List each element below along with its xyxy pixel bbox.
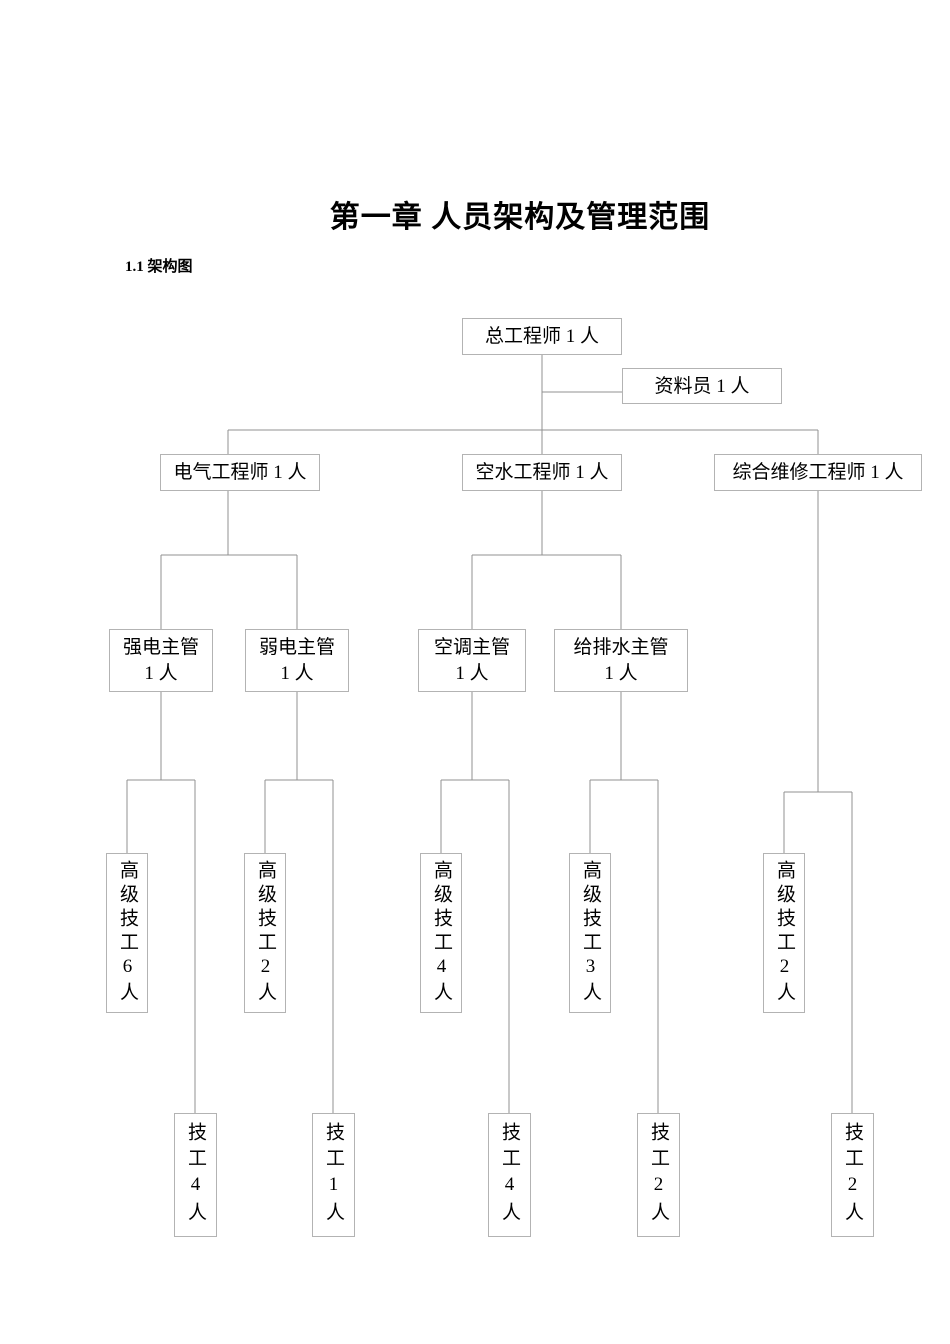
org-node-strong-current-supervisor: 强电主管 1 人 bbox=[109, 629, 213, 692]
org-node-senior-technician-2: 高级技工2人 bbox=[244, 853, 286, 1013]
org-node-technician-1: 技工4人 bbox=[174, 1113, 217, 1237]
supervisor-count: 1 人 bbox=[280, 662, 314, 684]
org-node-electrical-engineer: 电气工程师 1 人 bbox=[160, 454, 320, 491]
supervisor-title: 空调主管 bbox=[433, 636, 510, 658]
org-node-senior-technician-4: 高级技工3人 bbox=[569, 853, 611, 1013]
supervisor-title: 强电主管 bbox=[122, 636, 199, 658]
section-heading: 1.1 架构图 bbox=[125, 259, 193, 275]
org-node-chief-engineer: 总工程师 1 人 bbox=[462, 318, 622, 355]
supervisor-title: 弱电主管 bbox=[258, 636, 335, 658]
supervisor-count: 1 人 bbox=[604, 662, 638, 684]
org-node-technician-4: 技工2人 bbox=[637, 1113, 680, 1237]
org-node-weak-current-supervisor: 弱电主管 1 人 bbox=[245, 629, 349, 692]
org-node-maintenance-engineer: 综合维修工程师 1 人 bbox=[714, 454, 922, 491]
org-node-technician-3: 技工4人 bbox=[488, 1113, 531, 1237]
supervisor-count: 1 人 bbox=[455, 662, 489, 684]
org-node-air-water-engineer: 空水工程师 1 人 bbox=[462, 454, 622, 491]
org-node-document-clerk: 资料员 1 人 bbox=[622, 368, 782, 404]
supervisor-title: 给排水主管 bbox=[573, 636, 669, 658]
supervisor-count: 1 人 bbox=[144, 662, 178, 684]
chapter-title: 第一章 人员架构及管理范围 bbox=[329, 201, 711, 234]
org-node-plumbing-supervisor: 给排水主管 1 人 bbox=[554, 629, 688, 692]
org-node-technician-2: 技工1人 bbox=[312, 1113, 355, 1237]
org-node-senior-technician-1: 高级技工6人 bbox=[106, 853, 148, 1013]
org-node-ac-supervisor: 空调主管 1 人 bbox=[418, 629, 526, 692]
org-node-technician-5: 技工2人 bbox=[831, 1113, 874, 1237]
org-node-senior-technician-3: 高级技工4人 bbox=[420, 853, 462, 1013]
org-node-senior-technician-5: 高级技工2人 bbox=[763, 853, 805, 1013]
